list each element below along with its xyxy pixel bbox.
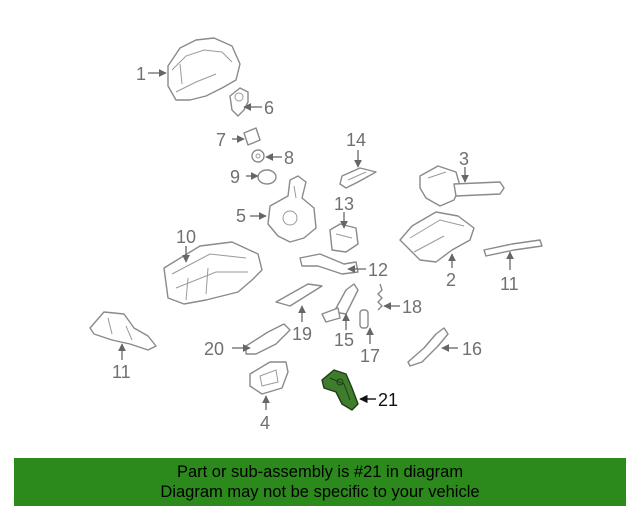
part-7-block (243, 127, 261, 146)
info-banner: Part or sub-assembly is #21 in diagram D… (14, 458, 626, 506)
callout-3: 3 (459, 149, 469, 169)
callout-10: 10 (176, 227, 196, 247)
part-21-actuator-highlighted (321, 369, 359, 411)
part-20-arm (245, 323, 291, 355)
callout-20: 20 (204, 339, 224, 359)
part-13-housing (329, 223, 359, 253)
banner-line-2: Diagram may not be specific to your vehi… (160, 483, 480, 501)
part-3-switch (419, 165, 505, 207)
callout-19: 19 (292, 324, 312, 344)
part-17-pin (359, 309, 369, 329)
callout-11-right: 11 (500, 274, 519, 294)
callout-7: 7 (216, 130, 226, 150)
callout-2: 2 (446, 270, 456, 290)
banner-line-1: Part or sub-assembly is #21 in diagram (176, 463, 464, 481)
part-16-lever (407, 327, 449, 367)
part-15-link (321, 283, 359, 323)
callout-18: 18 (402, 297, 422, 317)
part-5-bracket (267, 175, 317, 243)
callout-1: 1 (136, 64, 146, 84)
part-4-clip (249, 361, 289, 395)
part-11-rod-right (483, 239, 543, 257)
callout-8: 8 (284, 148, 294, 168)
part-8-washer (251, 149, 265, 163)
part-2-lower-housing (399, 211, 475, 263)
part-12-bracket (299, 253, 359, 275)
callout-14: 14 (346, 130, 366, 150)
part-9-cap (257, 169, 277, 185)
parts-diagram: 1 6 7 8 9 14 3 5 13 10 12 2 11 18 19 15 … (89, 37, 543, 433)
callout-13: 13 (334, 194, 354, 214)
callout-numbers: 1 6 7 8 9 14 3 5 13 10 12 2 11 18 19 15 … (112, 64, 519, 433)
part-6-lock-cylinder (229, 87, 249, 117)
callout-15: 15 (334, 330, 354, 350)
part-11-mount-left (89, 311, 157, 351)
leader-lines (118, 69, 514, 410)
part-18-spring (377, 283, 383, 311)
callout-21: 21 (378, 390, 398, 410)
callout-12: 12 (368, 260, 388, 280)
callout-5: 5 (236, 206, 246, 226)
callout-4: 4 (260, 413, 270, 433)
callout-9: 9 (230, 167, 240, 187)
part-14-connector (339, 167, 377, 189)
callout-17: 17 (360, 346, 380, 366)
part-19-plate (275, 283, 323, 307)
callout-11-left: 11 (112, 362, 131, 382)
callout-16: 16 (462, 339, 482, 359)
part-1-shroud (167, 37, 241, 101)
part-10-column-tube (163, 241, 263, 305)
callout-6: 6 (264, 98, 274, 118)
